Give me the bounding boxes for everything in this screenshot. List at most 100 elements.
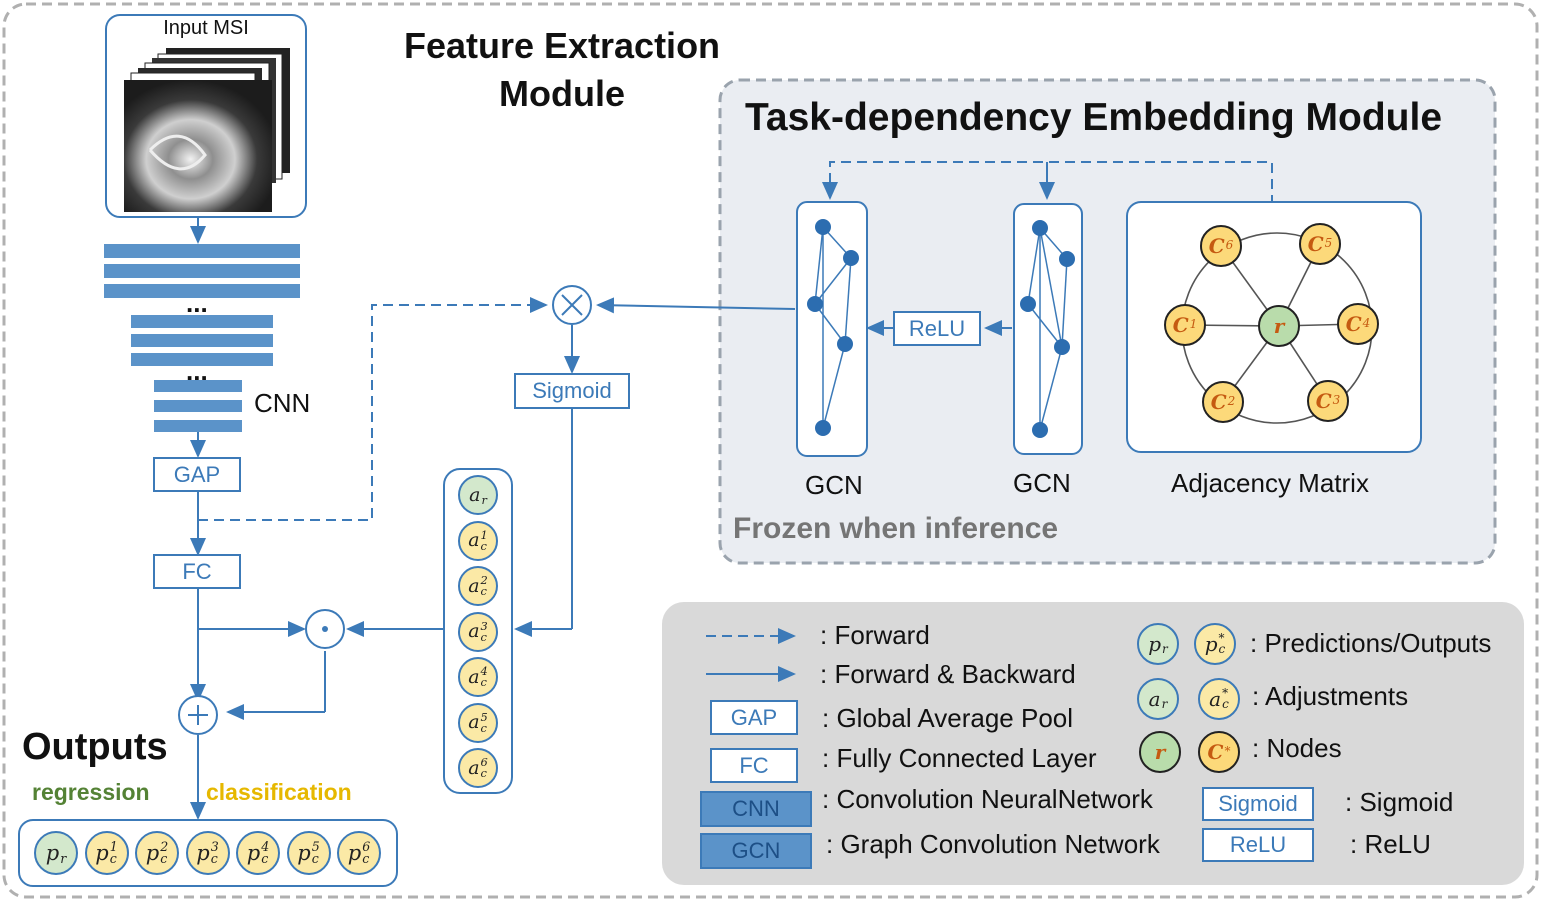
adjustment-1-base: a — [468, 529, 480, 551]
graph-node-5-sup: 2 — [1227, 394, 1236, 409]
legend-forward-backward: : Forward & Backward — [820, 659, 1076, 689]
legend-cnn-box: CNN — [700, 791, 812, 827]
output-0-base: p — [45, 840, 60, 865]
graph-node-3: r — [1258, 305, 1300, 347]
output-2-sub: c — [160, 851, 168, 866]
graph-node-1-base: C — [1307, 232, 1324, 256]
adjustment-5-sub: c — [480, 720, 487, 735]
ellipsis-1: ... — [186, 288, 208, 318]
gcn2-label: GCN — [1013, 468, 1071, 498]
gcn1-label: GCN — [805, 470, 863, 500]
frozen-note: Frozen when inference — [733, 512, 1059, 545]
output-2-sup: 2 — [160, 839, 169, 855]
adjustment-2-sub: c — [480, 584, 487, 598]
output-3-sub: c — [210, 851, 218, 866]
graph-node-2-sup: 1 — [1189, 317, 1198, 332]
fc-box: FC — [153, 554, 241, 589]
output-5-sub: c — [311, 851, 319, 866]
graph-node-0-base: C — [1208, 234, 1225, 258]
legend-adj-c-sub: c — [1222, 697, 1229, 711]
legend-forward: : Forward — [820, 620, 930, 650]
adjustment-1-sup: 1 — [480, 527, 488, 542]
feature-title-line2: Module — [499, 73, 625, 114]
graph-node-3-base: r — [1273, 314, 1285, 338]
legend-sigmoid-box: Sigmoid — [1202, 787, 1314, 821]
legend-pred-r-sub: r — [1162, 642, 1168, 656]
output-0: p r — [34, 831, 78, 875]
graph-node-2-base: C — [1172, 313, 1189, 337]
legend-relu-desc: : ReLU — [1350, 829, 1431, 859]
ellipsis-2: ... — [186, 356, 208, 386]
legend-pred-r: p r — [1137, 623, 1179, 665]
adjustment-5-base: a — [468, 711, 480, 733]
adjustment-6-sub: c — [480, 766, 487, 780]
graph-node-0-sup: 6 — [1225, 238, 1234, 253]
legend-pred-c: p*c — [1194, 623, 1236, 665]
regression-label: regression — [32, 779, 150, 805]
legend-cnn-desc: : Convolution NeuralNetwork — [822, 784, 1153, 814]
adjustment-3-sub: c — [480, 629, 487, 644]
graph-node-4-sup: 4 — [1362, 316, 1371, 331]
output-1-sub: c — [109, 851, 117, 866]
legend-pred-c-sup: * — [1218, 630, 1225, 645]
legend-node-c-base: C — [1207, 740, 1224, 764]
legend-adjustments-desc: : Adjustments — [1252, 681, 1409, 711]
legend-node-c: C* — [1198, 731, 1240, 773]
legend-nodes-desc: : Nodes — [1252, 733, 1342, 763]
output-3-base: p — [196, 840, 210, 865]
legend-fc-desc: : Fully Connected Layer — [822, 743, 1097, 773]
output-0-sub: r — [60, 851, 67, 866]
cnn-label: CNN — [254, 388, 311, 418]
output-4-sub: c — [261, 851, 269, 866]
legend-adj-c-base: a — [1209, 687, 1222, 711]
legend-predictions-desc: : Predictions/Outputs — [1250, 628, 1492, 658]
gap-box: GAP — [153, 457, 241, 492]
legend-gcn-box: GCN — [700, 833, 812, 869]
classification-label: classification — [206, 779, 352, 805]
adjustment-6-base: a — [468, 756, 480, 779]
adjacency-label: Adjacency Matrix — [1171, 468, 1369, 498]
adjustment-4-base: a — [468, 665, 480, 688]
legend-pred-c-sub: c — [1218, 642, 1226, 656]
legend-adj-r-sub: r — [1161, 697, 1168, 711]
output-4-base: p — [246, 840, 261, 865]
adjustment-2-sup: 2 — [480, 573, 488, 588]
adjustment-0-sub: r — [481, 493, 487, 507]
gcn1-graph — [814, 226, 852, 429]
graph-node-6-base: C — [1315, 389, 1332, 413]
output-6-sub: c — [362, 851, 370, 866]
legend-gcn-desc: : Graph Convolution Network — [826, 829, 1160, 859]
legend-gap-desc: : Global Average Pool — [822, 703, 1074, 733]
graph-node-4-base: C — [1345, 312, 1362, 336]
legend-adj-c: a*c — [1198, 678, 1240, 720]
adjustment-5-sup: 5 — [480, 709, 488, 724]
legend-node-r: r — [1139, 731, 1181, 773]
legend-sigmoid-desc: : Sigmoid — [1345, 787, 1454, 817]
adjustment-4-sub: c — [480, 675, 487, 689]
output-2-base: p — [145, 840, 160, 865]
legend-node-r-base: r — [1154, 740, 1166, 764]
gcn1-box — [796, 201, 868, 457]
legend-adj-c-sup: * — [1222, 685, 1229, 700]
output-3-sup: 3 — [210, 839, 219, 855]
output-4-sup: 4 — [261, 839, 270, 855]
output-5-sup: 5 — [311, 839, 320, 855]
adjustment-1-sub: c — [480, 538, 487, 553]
embedding-module-title: Task-dependency Embedding Module — [745, 96, 1443, 139]
graph-node-6-sup: 3 — [1332, 393, 1341, 408]
